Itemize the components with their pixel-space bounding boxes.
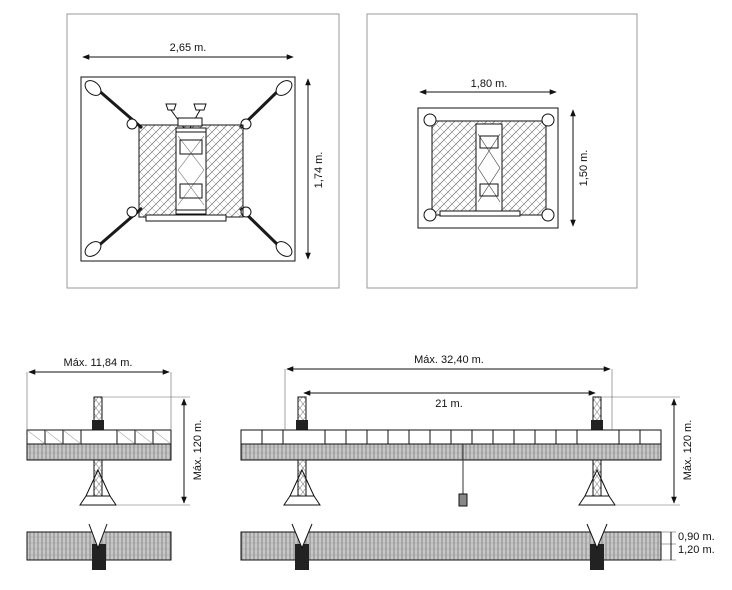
footprint-box xyxy=(80,76,296,262)
single-mast-elevation: Máx. 11,84 m. Máx. 120 m. xyxy=(26,357,204,506)
height-label: Máx. 120 m. xyxy=(192,420,204,481)
platform-deck xyxy=(423,113,555,222)
height-label: 1,50 m. xyxy=(578,150,590,187)
span-label: 21 m. xyxy=(435,398,463,410)
top-view-small-platform: 1,80 m. 1,50 m. xyxy=(366,13,638,289)
outrigger-arms xyxy=(84,80,293,257)
width-label: 1,80 m. xyxy=(471,78,508,90)
max-width-label: Máx. 32,40 m. xyxy=(414,354,484,366)
plank-top-label: 0,90 m. xyxy=(678,531,715,543)
twin-mast-elevation: Máx. 32,40 m. 21 m. Máx. 120 m. xyxy=(240,354,694,507)
plank-strip-right: 0,90 m. 1,20 m. xyxy=(240,523,715,570)
mast-base xyxy=(79,495,117,506)
hoist-weight xyxy=(458,493,468,507)
top-view-large-platform: 2,65 m. 1,74 m. xyxy=(66,13,340,289)
width-label: 2,65 m. xyxy=(170,42,207,54)
platform-deck xyxy=(138,103,244,222)
plank-bottom-label: 1,20 m. xyxy=(678,544,715,556)
plank-strip-left xyxy=(26,523,172,570)
height-label: Máx. 120 m. xyxy=(682,420,694,481)
width-label: Máx. 11,84 m. xyxy=(64,357,133,369)
footprint-box xyxy=(417,107,559,229)
height-label: 1,74 m. xyxy=(313,152,325,189)
